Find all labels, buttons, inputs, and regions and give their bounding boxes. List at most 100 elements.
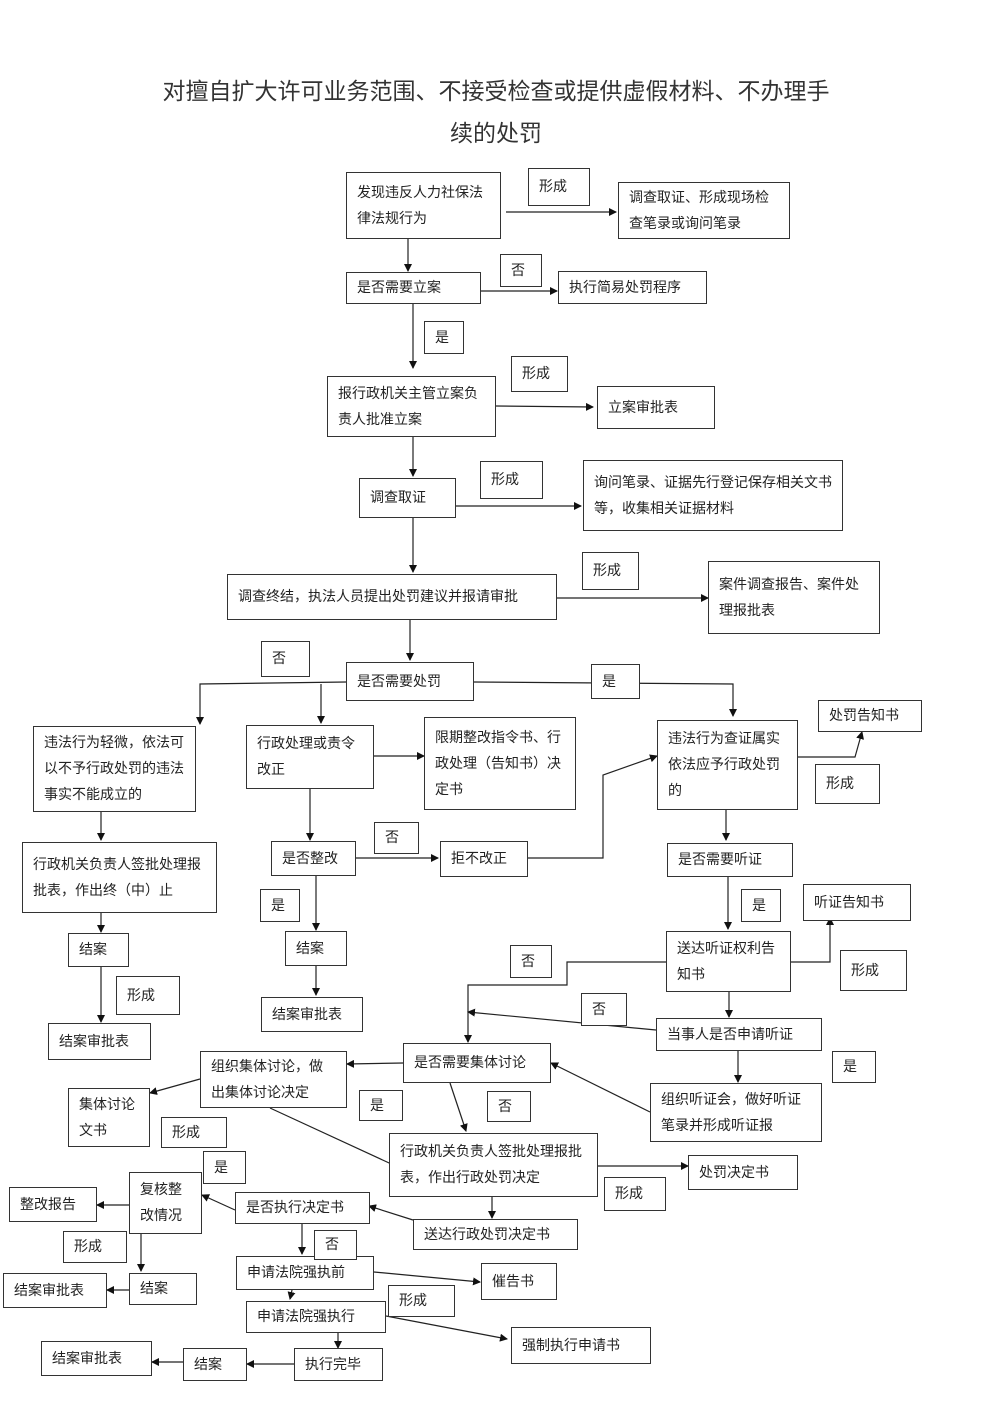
collective-decision-box: 组织集体讨论，做出集体讨论决定 [200,1051,347,1108]
correction-notice-box: 限期整改指令书、行政处理（告知书）决定书 [424,717,576,810]
edge-label-text: 否 [325,1237,339,1253]
apply-court-before-box: 申请法院强执前 [236,1256,374,1290]
evidence-docs-text: 询问笔录、证据先行登记保存相关文书等，收集相关证据材料 [594,474,832,517]
sign-terminate-box: 行政机关负责人签批处理报批表，作出终（中）止 [22,842,217,913]
edge-label-text: 是 [271,897,285,914]
need-hearing-text: 是否需要听证 [678,852,762,868]
edge-label-text: 形成 [851,962,879,979]
is-corrected-text: 是否整改 [282,850,338,867]
close-final-text: 结案 [194,1356,222,1373]
edge-label-text: 是 [843,1059,857,1075]
correction-report-box: 整改报告 [9,1187,97,1222]
close-review-box: 结案 [129,1273,197,1305]
enforce-application-text: 强制执行申请书 [522,1337,620,1354]
investigation-report-box: 案件调查报告、案件处理报批表 [708,561,880,634]
case-approval-form-box: 立案审批表 [597,386,715,429]
urge-notice-text: 催告书 [492,1273,534,1290]
is-corrected-box: 是否整改 [271,841,356,876]
hearing-notice-box: 听证告知书 [803,884,911,921]
minor-violation-box: 违法行为轻微，依法可以不予行政处罚的违法事实不能成立的 [33,726,196,812]
edge-label-no: 否 [500,254,542,287]
close-form-left-box: 结案审批表 [48,1023,151,1060]
page-title: 对擅自扩大许可业务范围、不接受检查或提供虚假材料、不办理手 [162,79,830,105]
investigation-end-box: 调查终结，执法人员提出处罚建议并报请审批 [227,574,557,620]
edge-label-no: 否 [510,945,552,978]
edge-label-text: 形成 [826,776,854,792]
need-penalty-box: 是否需要处罚 [346,662,474,701]
edge-label-yes: 是 [203,1151,246,1184]
page-title-line2: 续的处罚 [450,121,542,147]
edge-label-text: 形成 [399,1293,427,1309]
report-approve-text: 报行政机关主管立案负责人批准立案 [338,385,478,428]
execute-decision-box: 是否执行决定书 [235,1192,370,1224]
edge-label-yes: 是 [424,321,464,354]
deliver-hearing-notice-box: 送达听证权利告知书 [666,931,791,992]
close-left-text: 结案 [79,942,107,958]
simple-procedure-text: 执行简易处罚程序 [569,279,681,296]
penalty-notice-text: 处罚告知书 [829,708,899,724]
violation-confirmed-box: 违法行为查证属实依法应予行政处罚的 [657,720,798,810]
edge-label-text: 形成 [491,472,519,488]
edge-label-yes: 是 [741,889,781,922]
collective-doc-box: 集体讨论文书 [68,1088,150,1147]
party-apply-box: 当事人是否申请听证 [656,1018,822,1051]
review-correction-text: 复核整改情况 [140,1182,182,1224]
edge-label-no: 否 [314,1230,357,1260]
close-form-final-box: 结案审批表 [41,1341,152,1376]
need-collective-box: 是否需要集体讨论 [403,1043,551,1083]
edge-label-form: 形成 [604,1177,666,1211]
execution-done-box: 执行完毕 [294,1348,383,1381]
close-form-review-box: 结案审批表 [3,1273,107,1308]
penalty-notice-box: 处罚告知书 [818,700,922,732]
edge-label-form: 形成 [388,1285,455,1317]
edge-label-no: 否 [487,1091,531,1122]
investigation-end-text: 调查终结，执法人员提出处罚建议并报请审批 [238,589,518,605]
close-form-left-text: 结案审批表 [59,1033,129,1050]
organize-hearing-box: 组织听证会，做好听证笔录并形成听证报 [650,1083,822,1142]
edge-label-form: 形成 [116,976,180,1015]
survey-record-text: 调查取证、形成现场检查笔录或询问笔录 [629,189,769,232]
review-correction-box: 复核整改情况 [129,1172,202,1234]
survey-record-box: 调查取证、形成现场检查笔录或询问笔录 [618,182,790,239]
edge-label-text: 形成 [615,1186,643,1202]
discover-violation-text: 发现违反人力社保法律法规行为 [357,184,483,227]
sign-terminate-text: 行政机关负责人签批处理报批表，作出终（中）止 [33,856,201,899]
need-case-text: 是否需要立案 [357,280,441,296]
admin-correction-text: 行政处理或责令改正 [257,736,355,778]
close-mid-text: 结案 [296,940,324,957]
correction-notice-text: 限期整改指令书、行政处理（告知书）决定书 [435,729,561,798]
edge-label-no: 否 [261,641,310,677]
execution-done-text: 执行完毕 [305,1356,361,1373]
edge-label-yes: 是 [359,1090,403,1121]
close-form-review-text: 结案审批表 [14,1282,84,1299]
evidence-docs-box: 询问笔录、证据先行登记保存相关文书等，收集相关证据材料 [583,460,843,531]
need-collective-text: 是否需要集体讨论 [414,1055,526,1071]
enforce-application-box: 强制执行申请书 [511,1327,651,1364]
edge-label-no: 否 [581,993,627,1026]
edge-label-text: 是 [752,897,766,914]
collective-decision-text: 组织集体讨论，做出集体讨论决定 [211,1058,323,1101]
sign-penalty-text: 行政机关负责人签批处理报批表，作出行政处罚决定 [400,1144,582,1186]
edge-label-yes: 是 [832,1051,876,1083]
close-review-text: 结案 [140,1281,168,1297]
edge-label-form: 形成 [528,168,590,206]
edge-label-text: 形成 [522,366,550,382]
deliver-decision-text: 送达行政处罚决定书 [424,1226,550,1243]
need-penalty-text: 是否需要处罚 [357,673,441,690]
discover-violation-box: 发现违反人力社保法律法规行为 [346,172,501,239]
close-final-box: 结案 [183,1348,247,1381]
edge-label-text: 否 [521,953,535,970]
edge-label-text: 否 [385,830,399,846]
edge-label-text: 否 [592,1001,606,1018]
admin-correction-box: 行政处理或责令改正 [246,725,374,789]
organize-hearing-text: 组织听证会，做好听证笔录并形成听证报 [661,1091,801,1134]
execute-decision-text: 是否执行决定书 [246,1200,344,1216]
penalty-decision-box: 处罚决定书 [688,1155,798,1190]
edge-label-text: 否 [511,262,525,279]
report-approve-box: 报行政机关主管立案负责人批准立案 [327,376,496,437]
close-left-box: 结案 [68,933,129,967]
edge-label-text: 形成 [172,1124,200,1141]
edge-label-yes: 是 [260,889,300,922]
